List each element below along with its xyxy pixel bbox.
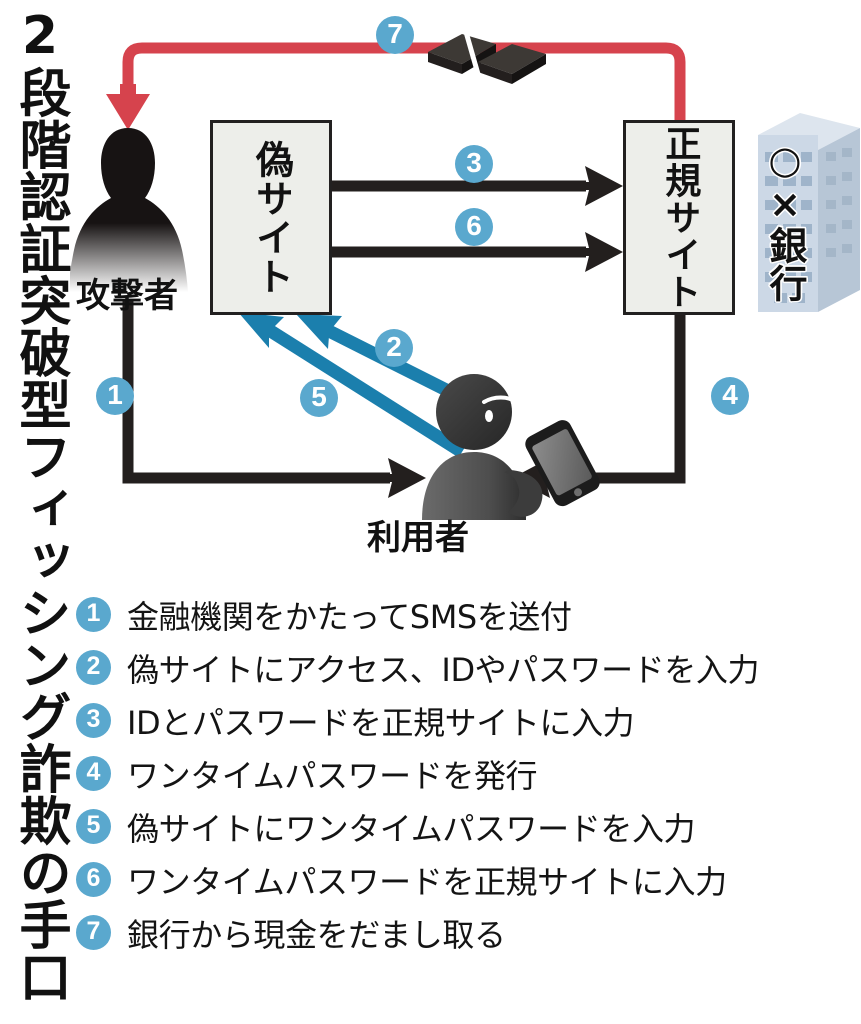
legend-item: 5 偽サイトにワンタイムパスワードを入力	[76, 800, 861, 853]
legend-text-4: ワンタイムパスワードを発行	[127, 756, 538, 795]
flow-step6-fakesite-to-realsite	[332, 232, 623, 272]
bank-building-icon	[758, 113, 860, 312]
legend-text-7: 銀行から現金をだまし取る	[127, 915, 506, 954]
money-flow-red-path	[106, 42, 686, 130]
diagram-step-badge-2: 2	[375, 329, 413, 367]
legend-text-3: IDとパスワードを正規サイトに入力	[127, 703, 635, 742]
flow-step4-realsite-to-user	[512, 315, 686, 498]
legend-badge-1: 1	[76, 597, 111, 632]
legend-text-2: 偽サイトにアクセス、IDやパスワードを入力	[127, 650, 760, 689]
legend-text-5: 偽サイトにワンタイムパスワードを入力	[127, 809, 696, 848]
user-with-smartphone-icon	[422, 374, 600, 520]
legend-item: 7 銀行から現金をだまし取る	[76, 906, 861, 959]
legend-badge-7: 7	[76, 915, 111, 950]
fake-site-label: 偽サイト	[249, 139, 294, 296]
legend-badge-5: 5	[76, 809, 111, 844]
diagram-step-badge-5: 5	[300, 379, 338, 417]
legend-item: 4 ワンタイムパスワードを発行	[76, 747, 861, 800]
diagram-step-badge-7: 7	[376, 16, 414, 54]
legend-item: 2 偽サイトにアクセス、IDやパスワードを入力	[76, 641, 861, 694]
node-real-site: 正規サイト	[623, 120, 735, 315]
legend-badge-4: 4	[76, 756, 111, 791]
page-title: 2段階認証突破型フィッシング詐欺の手口	[10, 6, 70, 1002]
diagram-step-badge-3: 3	[455, 145, 493, 183]
attacker-label: 攻撃者	[76, 276, 178, 316]
node-fake-site: 偽サイト	[210, 120, 332, 315]
legend-list: 1 金融機関をかたってSMSを送付 2 偽サイトにアクセス、IDやパスワードを入…	[76, 588, 861, 959]
diagram-step-badge-1: 1	[96, 377, 134, 415]
legend-item: 6 ワンタイムパスワードを正規サイトに入力	[76, 853, 861, 906]
legend-badge-6: 6	[76, 862, 111, 897]
flow-diagram: 偽サイト 正規サイト 攻撃者 利用者 ○×銀行 1 2 3 4 5 6 7	[70, 0, 861, 580]
real-site-label: 正規サイト	[659, 125, 701, 310]
diagram-canvas	[70, 31, 860, 520]
flow-step3-fakesite-to-realsite	[332, 166, 623, 206]
cash-bundle-icon	[428, 31, 546, 84]
legend-item: 3 IDとパスワードを正規サイトに入力	[76, 694, 861, 747]
bank-label: ○×銀行	[763, 138, 807, 302]
user-label: 利用者	[367, 518, 469, 558]
flow-step5-user-to-fakesite	[238, 312, 466, 458]
diagram-step-badge-6: 6	[455, 208, 493, 246]
legend-badge-3: 3	[76, 703, 111, 738]
attacker-silhouette-icon	[70, 128, 188, 292]
legend-text-6: ワンタイムパスワードを正規サイトに入力	[127, 862, 727, 901]
legend-badge-2: 2	[76, 650, 111, 685]
legend-item: 1 金融機関をかたってSMSを送付	[76, 588, 861, 641]
diagram-step-badge-4: 4	[711, 377, 749, 415]
legend-text-1: 金融機関をかたってSMSを送付	[127, 597, 572, 636]
flow-step1-attacker-to-user	[122, 300, 426, 498]
